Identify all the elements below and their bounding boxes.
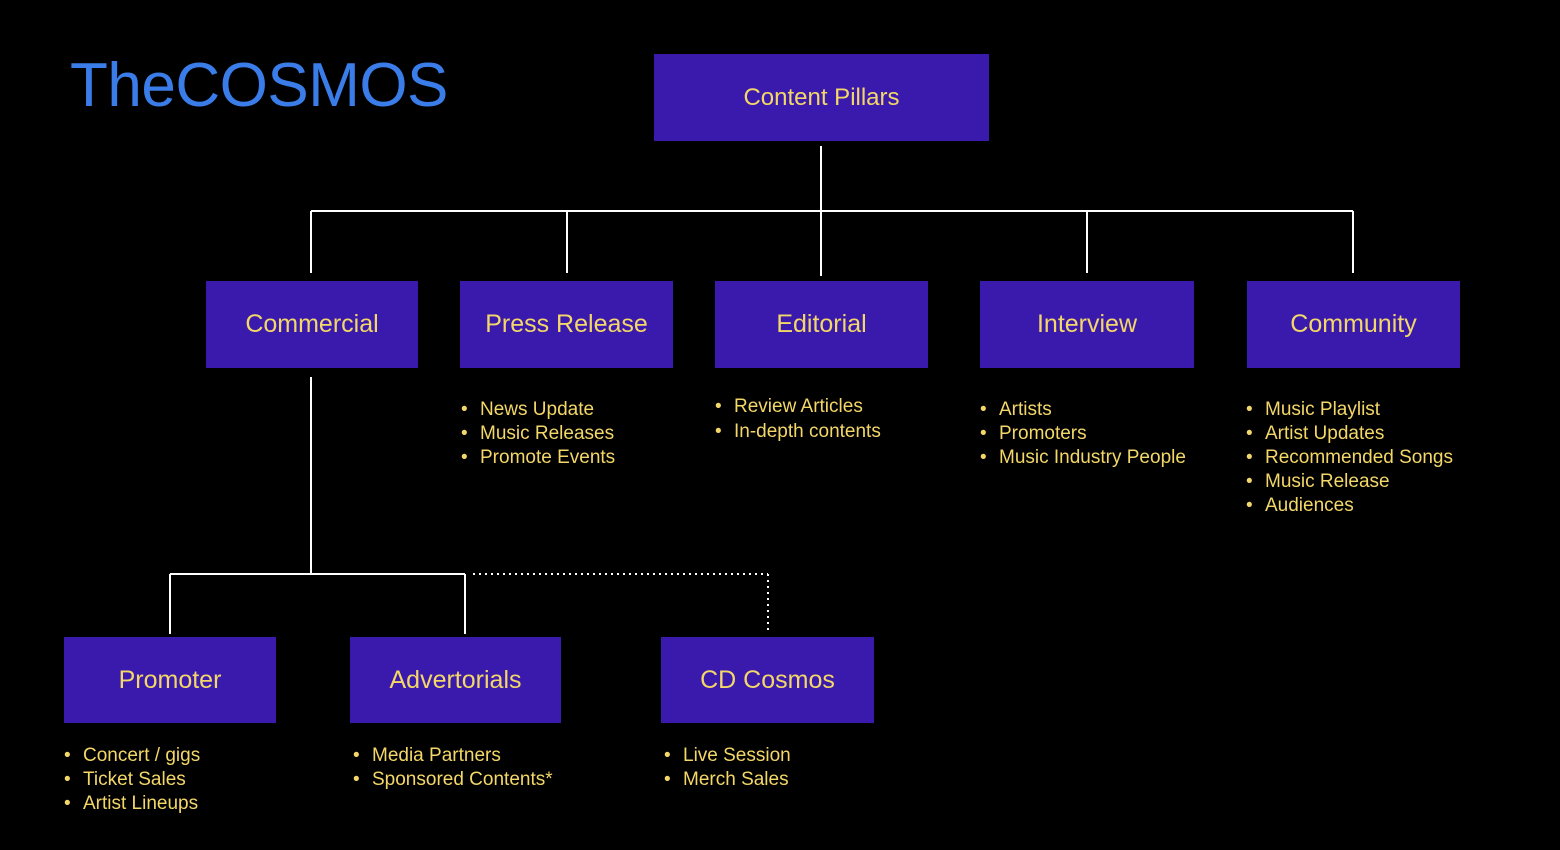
press-release-items: News Update Music Releases Promote Event…	[460, 398, 615, 470]
list-item: Sponsored Contents*	[353, 768, 553, 792]
advertorials-items: Media Partners Sponsored Contents*	[352, 744, 553, 792]
node-label: Editorial	[776, 310, 867, 338]
node-label: Commercial	[245, 310, 379, 338]
list-item: Music Playlist	[1246, 398, 1453, 422]
node-promoter: Promoter	[64, 637, 276, 723]
list-item: Merch Sales	[664, 768, 791, 792]
community-items: Music Playlist Artist Updates Recommende…	[1245, 398, 1453, 518]
node-label: Press Release	[485, 310, 648, 338]
node-cd-cosmos: CD Cosmos	[661, 637, 874, 723]
list-item: Artists	[980, 398, 1186, 422]
interview-items: Artists Promoters Music Industry People	[979, 398, 1186, 470]
editorial-items: Review Articles In-depth contents	[714, 394, 881, 444]
node-press-release: Press Release	[460, 281, 673, 368]
node-label: Advertorials	[389, 665, 522, 694]
cd-cosmos-items: Live Session Merch Sales	[663, 744, 791, 792]
list-item: Music Release	[1246, 470, 1453, 494]
node-editorial: Editorial	[715, 281, 928, 368]
list-item: Promote Events	[461, 446, 615, 470]
node-label: Content Pillars	[743, 83, 900, 111]
node-commercial: Commercial	[206, 281, 418, 368]
promoter-items: Concert / gigs Ticket Sales Artist Lineu…	[63, 744, 200, 816]
node-content-pillars: Content Pillars	[654, 54, 989, 141]
list-item: Recommended Songs	[1246, 446, 1453, 470]
list-item: Music Releases	[461, 422, 615, 446]
list-item: Media Partners	[353, 744, 553, 768]
list-item: Audiences	[1246, 494, 1453, 518]
node-label: Community	[1290, 310, 1417, 338]
list-item: Ticket Sales	[64, 768, 200, 792]
node-interview: Interview	[980, 281, 1194, 368]
brand-logo: TheCOSMOS	[70, 51, 448, 120]
list-item: Artist Updates	[1246, 422, 1453, 446]
node-advertorials: Advertorials	[350, 637, 561, 723]
node-community: Community	[1247, 281, 1460, 368]
node-label: Promoter	[118, 665, 222, 694]
node-label: Interview	[1036, 310, 1138, 338]
list-item: Review Articles	[715, 394, 881, 419]
list-item: In-depth contents	[715, 419, 881, 444]
list-item: Promoters	[980, 422, 1186, 446]
list-item: Concert / gigs	[64, 744, 200, 768]
list-item: Live Session	[664, 744, 791, 768]
list-item: News Update	[461, 398, 615, 422]
node-label: CD Cosmos	[700, 665, 835, 694]
list-item: Music Industry People	[980, 446, 1186, 470]
list-item: Artist Lineups	[64, 792, 200, 816]
